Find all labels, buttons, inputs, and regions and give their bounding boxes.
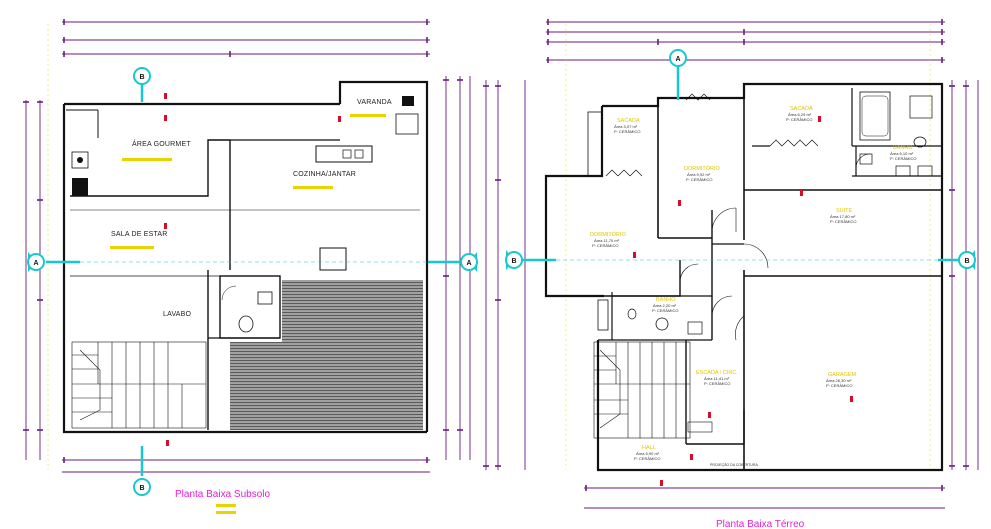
room-sacada-2: SACADA Área 6,29 m² P: CERÂMICO: [786, 106, 813, 122]
section-marker-b-top-left: B: [133, 67, 151, 85]
subsolo-level-marks: [164, 93, 341, 446]
svg-text:P: CERÂMICO: P: CERÂMICO: [686, 177, 712, 182]
svg-text:A: A: [675, 56, 680, 63]
svg-text:B: B: [964, 258, 969, 265]
svg-text:Área 9,92 m²: Área 9,92 m²: [687, 172, 711, 177]
subsolo-stairs: [71, 341, 207, 429]
svg-text:BANHO: BANHO: [893, 145, 913, 151]
section-marker-b-bottom-left: B: [133, 478, 151, 496]
section-marker-a-right: A: [460, 252, 478, 272]
svg-text:Área 2,20 m²: Área 2,20 m²: [653, 303, 677, 308]
svg-text:P: CERÂMICO: P: CERÂMICO: [614, 129, 640, 134]
svg-text:A: A: [466, 260, 471, 267]
terreo-level-marks: [633, 116, 853, 486]
room-dormitorio-2: DORMITÓRIO Área 11,70 m² P: CERÂMICO: [590, 231, 626, 248]
svg-text:DORMITÓRIO: DORMITÓRIO: [684, 165, 720, 172]
room-lavabo: LAVABO: [163, 311, 192, 318]
section-marker-b-right-right-plan: B: [958, 250, 976, 270]
svg-text:HALL: HALL: [642, 445, 656, 451]
lavabo-toilet-icon: [238, 315, 254, 333]
svg-text:Área 17,80 m²: Área 17,80 m²: [830, 214, 856, 219]
gourmet-stove: [72, 178, 88, 196]
svg-text:Área 5,90 m²: Área 5,90 m²: [636, 451, 660, 456]
room-sala-de-estar: SALA DE ESTAR: [111, 231, 168, 238]
svg-text:P: CERÂMICO: P: CERÂMICO: [652, 308, 678, 313]
room-banho-suite: BANHO Área 6,10 m² P: CERÂMICO: [890, 145, 916, 161]
room-dormitorio-1: DORMITÓRIO Área 9,92 m² P: CERÂMICO: [684, 165, 720, 182]
svg-text:P: CERÂMICO: P: CERÂMICO: [704, 381, 730, 386]
room-garagem: GARAGEM Área 26,30 m² P: CERÂMICO: [826, 372, 857, 388]
svg-text:Área 6,29 m²: Área 6,29 m²: [788, 112, 812, 117]
room-cozinha-jantar: COZINHA/JANTAR: [293, 171, 356, 178]
kitchen-sink: [315, 145, 373, 163]
svg-text:ESCADA / CIRC.: ESCADA / CIRC.: [696, 370, 738, 376]
room-area-gourmet: ÁREA GOURMET: [132, 139, 191, 148]
svg-text:Área 26,30 m²: Área 26,30 m²: [826, 378, 852, 383]
svg-text:Área 11,41 m²: Área 11,41 m²: [704, 376, 730, 381]
suite-toilet-icon: [913, 136, 927, 148]
svg-text:P: CERÂMICO: P: CERÂMICO: [592, 243, 618, 248]
svg-text:Área 3,07 m²: Área 3,07 m²: [614, 124, 638, 129]
subsolo-axis-lines: [46, 84, 460, 476]
subsolo-dimension-lines: [25, 21, 471, 473]
svg-text:B: B: [511, 258, 516, 265]
svg-text:P: CERÂMICO: P: CERÂMICO: [830, 219, 856, 224]
subsolo-walls: [62, 80, 429, 434]
svg-text:SUITE: SUITE: [836, 208, 853, 214]
svg-text:SACADA: SACADA: [790, 106, 813, 112]
svg-text:P: CERÂMICO: P: CERÂMICO: [826, 383, 852, 388]
section-marker-a-top-right: A: [669, 49, 687, 67]
hall-bath-toilet-icon: [655, 317, 669, 331]
svg-text:BANHO: BANHO: [656, 297, 676, 303]
subsolo-plan: ÁREA GOURMET VARANDA COZINHA/JANTAR SALA…: [23, 19, 478, 514]
terreo-title: Planta Baixa Térreo: [716, 519, 805, 529]
room-escada-circ: ESCADA / CIRC. Área 11,41 m² P: CERÂMICO: [696, 370, 738, 386]
room-varanda: VARANDA: [357, 99, 392, 106]
svg-text:GARAGEM: GARAGEM: [828, 372, 857, 378]
terreo-plan: SACADA Área 3,07 m² P: CERÂMICO DORMITÓR…: [483, 19, 979, 529]
subsolo-title: Planta Baixa Subsolo: [175, 489, 271, 500]
wardrobe: [587, 111, 603, 177]
svg-text:Área 6,10 m²: Área 6,10 m²: [890, 151, 914, 156]
terreo-walls: [544, 82, 944, 472]
section-marker-a-left: A: [27, 252, 45, 272]
terreo-dimension-lines: [485, 21, 979, 509]
room-hall: HALL Área 5,90 m² P: CERÂMICO: [634, 445, 660, 461]
svg-text:P: CERÂMICO: P: CERÂMICO: [890, 156, 916, 161]
svg-text:P: CERÂMICO: P: CERÂMICO: [786, 117, 812, 122]
svg-text:Área 11,70 m²: Área 11,70 m²: [594, 238, 620, 243]
roof-projection-note: PROJEÇÃO DA COBERTURA: [710, 462, 758, 467]
svg-text:B: B: [139, 74, 144, 81]
svg-text:SACADA: SACADA: [617, 118, 640, 124]
svg-text:A: A: [33, 260, 38, 267]
room-sacada-1: SACADA Área 3,07 m² P: CERÂMICO: [614, 118, 640, 134]
room-banho-hall: BANHO Área 2,20 m² P: CERÂMICO: [652, 297, 678, 313]
terreo-stairs: [593, 341, 691, 439]
svg-text:DORMITÓRIO: DORMITÓRIO: [590, 231, 626, 238]
svg-text:B: B: [139, 485, 144, 492]
bathtub: [859, 91, 891, 141]
room-suite: SUITE Área 17,80 m² P: CERÂMICO: [830, 208, 856, 224]
section-marker-b-left-right-plan: B: [505, 250, 523, 270]
svg-text:P: CERÂMICO: P: CERÂMICO: [634, 456, 660, 461]
subsolo-hatched-area: [282, 280, 423, 342]
